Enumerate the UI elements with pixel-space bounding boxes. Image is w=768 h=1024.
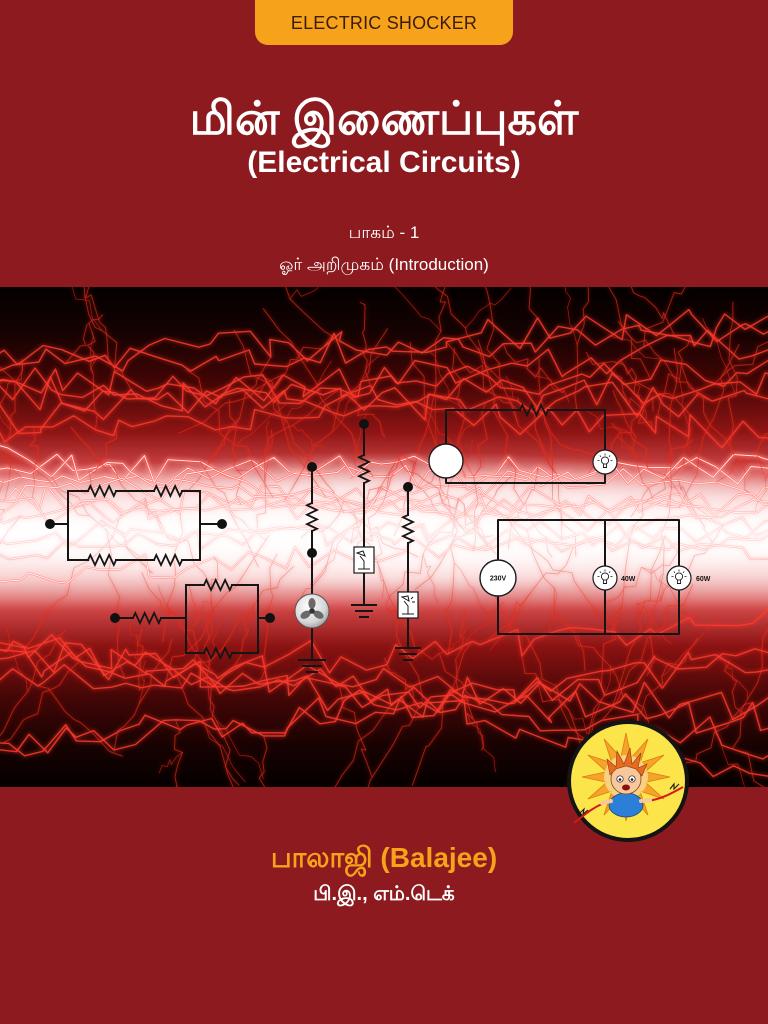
circuit-series-parallel [110,577,275,661]
resistor-symbol [203,577,233,593]
circuit-parallel-bulbs: 230V 40W 60W [479,519,711,635]
fan-icon [294,593,330,629]
terminal-node [307,462,317,472]
ground-symbol [395,647,421,661]
lightning-artwork [0,287,768,787]
ground-symbol [298,659,326,673]
title-tamil: மின் இணைப்புகள் [189,92,579,144]
resistor-symbol [153,483,183,499]
bulb-wattage-label: 60W [696,576,711,583]
terminal-node [265,613,275,623]
lamp-device-icon [353,546,375,574]
resistor-symbol [304,502,320,532]
circuit-fan-ground [294,462,330,673]
author-qualifications: பி.இ., எம்.டெக் [313,883,455,905]
bulb-icon [666,565,692,591]
resistor-symbol [203,645,233,661]
terminal-node [45,519,55,529]
series-tag: ELECTRIC SHOCKER [255,0,513,45]
terminal-node [217,519,227,529]
resistor-symbol [519,402,549,418]
resistor-symbol [356,454,372,484]
ground-symbol [351,604,377,618]
voltage-source-icon [428,443,464,479]
circuit-source-resistor-bulb [428,402,618,484]
glow-haze [0,287,768,787]
bulb-wattage-label: 40W [621,576,636,583]
terminal-node [403,482,413,492]
resistor-symbol [87,552,117,568]
electric-shock-kid-icon [567,720,689,842]
terminal-node [110,613,120,623]
bulb-icon [592,565,618,591]
terminal-node [307,548,317,558]
lamp-device-icon [397,591,419,619]
part-subtitle: ஓர் அறிமுகம் (Introduction) [279,255,489,274]
resistor-symbol [132,610,162,626]
title-english: (Electrical Circuits) [247,146,521,179]
source-voltage-label: 230V [490,576,507,583]
terminal-node [359,419,369,429]
resistor-symbol [400,514,416,544]
voltage-source-icon [479,559,517,597]
author-name: பாலாஜி (Balajee) [270,842,498,873]
circuit-parallel-resistors [45,483,227,568]
resistor-symbol [87,483,117,499]
part-label: பாகம் - 1 [348,223,420,242]
circuit-device-ground [395,482,421,661]
resistor-symbol [153,552,183,568]
bulb-icon [592,449,618,475]
circuit-lamp-ground [351,419,377,618]
